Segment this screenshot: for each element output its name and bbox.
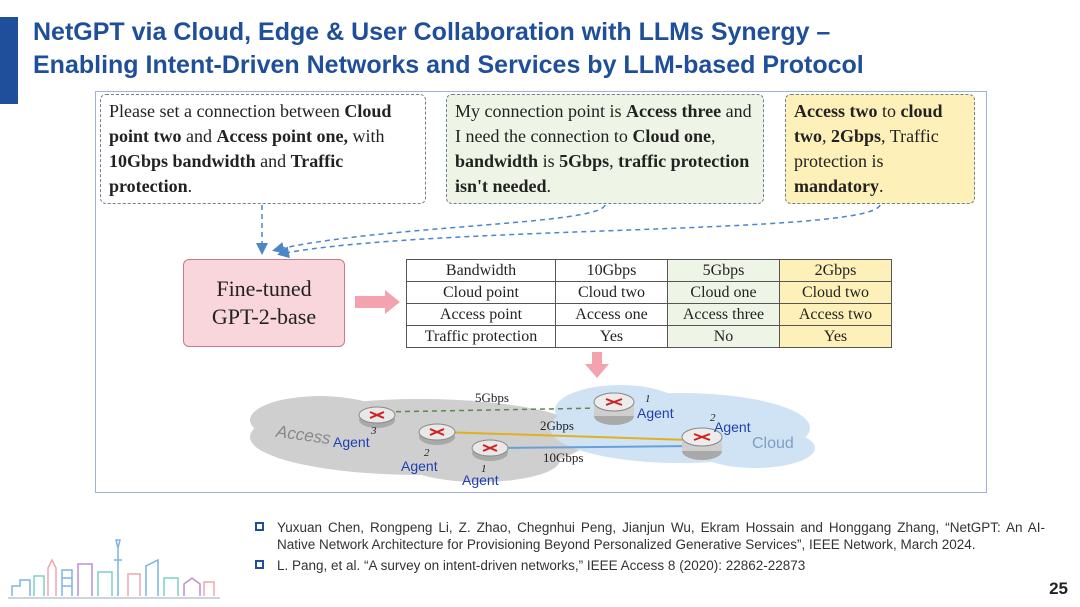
reference-text-2: L. Pang, et al. “A survey on intent-driv… [277, 558, 806, 573]
intent-3-segment: . [879, 176, 884, 196]
title-line-2: Enabling Intent-Driven Networks and Serv… [33, 51, 864, 79]
table-cell: Yes [555, 325, 668, 348]
arrow-bubble3-to-model [277, 204, 881, 259]
intent-2-segment: Cloud one [632, 126, 711, 146]
page-number: 25 [1049, 579, 1068, 598]
table-row-header: Traffic protection [406, 325, 556, 348]
table-cell: Cloud one [667, 281, 780, 304]
reference-text-1: Yuxuan Chen, Rongpeng Li, Z. Zhao, Chegn… [277, 520, 1045, 552]
router-access-1 [471, 439, 509, 461]
intent-2-segment: and I need the connection to [455, 101, 752, 146]
intent-1-segment: with [348, 126, 385, 146]
intent-1-segment: and [181, 126, 217, 146]
cloud-1-agent-label: Agent [637, 405, 674, 421]
access-1-number: 1 [481, 463, 487, 475]
title-line-1: NetGPT via Cloud, Edge & User Collaborat… [33, 18, 831, 46]
access-2-agent-label: Agent [401, 458, 438, 474]
router-cloud-2 [681, 427, 723, 460]
arrow-bubble2-to-model [272, 204, 606, 254]
router-access-3 [358, 406, 396, 428]
link-10gbps [494, 445, 693, 449]
intent-2-segment: bandwidth [455, 151, 539, 171]
intent-2-segment: , [710, 126, 716, 146]
intent-2-segment: My connection point is [455, 101, 626, 121]
intent-3-segment: cloud two [794, 101, 943, 146]
bullet-square-icon [255, 522, 264, 531]
intent-2-segment: traffic protection isn't needed [455, 151, 750, 196]
intent-1-segment: Cloud point two [109, 101, 392, 146]
intent-3-segment: , [822, 126, 831, 146]
router-access-2 [418, 423, 456, 445]
intent-3-segment: to [877, 101, 901, 121]
cloud-region [550, 385, 815, 468]
intent-bubble-3: Access two to cloud two, 2Gbps, Traffic … [785, 94, 975, 204]
intent-1-segment: and [255, 151, 291, 171]
figure-frame [95, 91, 987, 493]
table-cell: Yes [779, 325, 892, 348]
intent-bubble-1: Please set a connection between Cloud po… [100, 94, 426, 204]
intent-1-segment: Please set a connection between [109, 101, 345, 121]
access-3-number: 3 [370, 425, 377, 437]
cloud-2-agent-label: Agent [714, 419, 751, 435]
model-line-2: GPT-2-base [211, 304, 317, 329]
access-1-agent-label: Agent [462, 472, 499, 488]
intent-3-segment: 2Gbps [831, 126, 882, 146]
arrow-model-to-table [355, 290, 400, 314]
intent-3-segment: Access two [794, 101, 878, 121]
intent-bubble-2: My connection point is Access three and … [446, 94, 764, 204]
cloud-1-number: 1 [645, 393, 651, 405]
link-2gbps [439, 431, 691, 441]
link-5gbps [377, 407, 603, 413]
link-5gbps-label: 5Gbps [475, 390, 509, 405]
link-2gbps-label: 2Gbps [540, 418, 574, 433]
slide-title: NetGPT via Cloud, Edge & User Collaborat… [33, 16, 1063, 82]
table-cell: Cloud two [555, 281, 668, 304]
intent-2-segment: 5Gbps [559, 151, 610, 171]
intent-3-segment: , Traffic protection is [794, 126, 939, 171]
cloud-region-label: Cloud [752, 435, 794, 452]
model-line-1: Fine-tuned [216, 276, 312, 301]
bullet-square-icon [255, 560, 264, 569]
table-cell: Access three [667, 303, 780, 326]
access-3-agent-label: Agent [333, 434, 370, 450]
reference-item: L. Pang, et al. “A survey on intent-driv… [255, 557, 1045, 574]
references-list: Yuxuan Chen, Rongpeng Li, Z. Zhao, Chegn… [255, 519, 1045, 578]
arrow-table-to-network [585, 352, 609, 378]
table-cell: 5Gbps [667, 259, 780, 282]
intent-1-segment: . [187, 176, 193, 196]
router-cloud-1 [593, 392, 635, 425]
table-cell: Cloud two [779, 281, 892, 304]
fine-tuned-model-box: Fine-tuned GPT-2-base [183, 259, 345, 347]
intent-3-segment: mandatory [794, 176, 879, 196]
intent-1-segment: 10Gbps bandwidth [109, 151, 256, 171]
cloud-2-number: 2 [710, 412, 716, 424]
table-cell: 2Gbps [779, 259, 892, 282]
link-10gbps-label: 10Gbps [543, 450, 583, 465]
table-cell: 10Gbps [555, 259, 668, 282]
table-cell: Access one [555, 303, 668, 326]
intent-1-segment: Access point one, [216, 126, 349, 146]
table-cell: No [667, 325, 780, 348]
table-row-header: Bandwidth [406, 259, 556, 282]
intent-2-segment: , [609, 151, 619, 171]
city-skyline-logo [8, 539, 220, 599]
intent-2-segment: is [538, 151, 560, 171]
table-cell: Access two [779, 303, 892, 326]
table-row-header: Access point [406, 303, 556, 326]
title-accent-bar [0, 17, 18, 104]
intent-2-segment: Access three [625, 101, 722, 121]
access-2-number: 2 [424, 447, 430, 459]
table-row-header: Cloud point [406, 281, 556, 304]
reference-item: Yuxuan Chen, Rongpeng Li, Z. Zhao, Chegn… [255, 519, 1045, 553]
intent-1-segment: Traffic protection [109, 151, 344, 196]
intent-2-segment: . [546, 176, 552, 196]
